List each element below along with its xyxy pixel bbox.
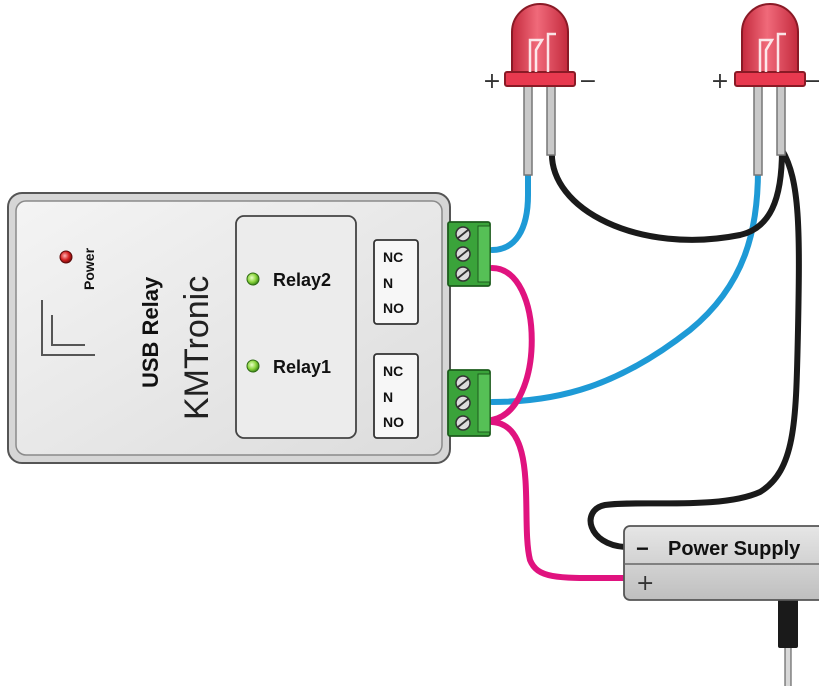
wire-black-led1-led2 — [548, 147, 785, 243]
relay1-led — [246, 359, 260, 373]
wire-magenta-relay2-relay1 — [489, 265, 535, 423]
relay2-led — [246, 272, 260, 286]
wire-blue-relay2-led1 — [489, 167, 531, 253]
led-1-lead-cathode — [546, 84, 556, 156]
relay1-terminal-labels: NC N NO — [373, 353, 419, 439]
brand-name: KMTronic — [178, 276, 216, 420]
led-2-minus: − — [804, 69, 819, 94]
led-2-internal — [758, 32, 786, 72]
power-supply-plus: + — [636, 571, 654, 596]
relay1-label: Relay1 — [273, 357, 331, 377]
screw-icon — [455, 395, 471, 411]
dc-plug — [778, 598, 798, 648]
wire-magenta-relay1-psu — [489, 419, 628, 582]
led-1: + − — [483, 3, 597, 176]
led-1-lead-anode — [523, 84, 533, 176]
wire-blue-relay1-led2 — [489, 167, 761, 405]
dc-plug-cable — [784, 644, 792, 686]
relay1-no-label: NO — [383, 414, 404, 430]
terminal-block-relay2 — [447, 221, 491, 287]
relay2-n-label: N — [383, 275, 393, 291]
power-supply-label: Power Supply — [668, 538, 801, 560]
relay2-nc-label: NC — [383, 249, 403, 265]
led-2-plus: + — [711, 69, 729, 94]
led-2: + − — [711, 3, 819, 176]
usb-port-icon — [41, 300, 95, 356]
screw-icon — [455, 226, 471, 242]
screw-icon — [455, 415, 471, 431]
power-led — [59, 250, 73, 264]
relay1-n-label: N — [383, 389, 393, 405]
led-1-plus: + — [483, 69, 501, 94]
terminal-block-relay1 — [447, 369, 491, 437]
relay2-terminal-labels: NC N NO — [373, 239, 419, 325]
product-name: USB Relay — [138, 276, 163, 388]
led-1-internal — [528, 32, 556, 72]
led-2-lead-cathode — [776, 84, 786, 156]
power-supply: − Power Supply + — [623, 525, 819, 686]
led-1-minus: − — [579, 69, 597, 94]
relay2-label: Relay2 — [273, 270, 331, 290]
screw-icon — [455, 375, 471, 391]
wires — [489, 147, 802, 582]
led-2-lead-anode — [753, 84, 763, 176]
power-supply-minus: − — [636, 536, 649, 561]
led-2-flange — [734, 71, 806, 87]
relay2-no-label: NO — [383, 300, 404, 316]
relay1-nc-label: NC — [383, 363, 403, 379]
screw-icon — [455, 266, 471, 282]
power-label: Power — [81, 247, 97, 290]
power-supply-body — [623, 525, 819, 601]
screw-icon — [455, 246, 471, 262]
led-1-flange — [504, 71, 576, 87]
wire-black-led2-psu — [587, 147, 802, 550]
relay-panel — [235, 215, 357, 439]
usb-relay-device: Power USB Relay KMTronic Relay2 Relay1 N… — [7, 192, 451, 464]
